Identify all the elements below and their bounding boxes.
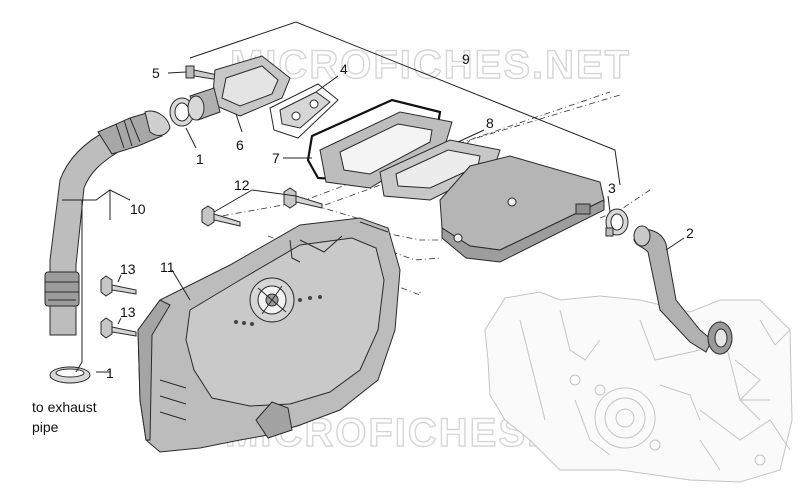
callout-13-upper: 13 bbox=[120, 261, 136, 277]
callout-5: 5 bbox=[152, 65, 160, 81]
belt-cover-part-11 bbox=[137, 217, 401, 453]
reed-valve-part-8 bbox=[319, 111, 501, 201]
callout-4: 4 bbox=[340, 61, 348, 77]
callout-3: 3 bbox=[608, 180, 616, 196]
hose-clamp-part-1-bottom bbox=[49, 366, 91, 384]
leader-lines bbox=[62, 71, 685, 373]
watermark-top: MICROFICHES.NET bbox=[230, 43, 631, 87]
exhaust-hose-part-10 bbox=[44, 110, 171, 336]
callout-11: 11 bbox=[160, 259, 175, 275]
reed-housing bbox=[439, 155, 605, 263]
group-bracket-9 bbox=[189, 21, 621, 186]
bolt-part-13-upper bbox=[100, 275, 137, 297]
bolt-part-12-lower bbox=[201, 205, 241, 227]
callout-7: 7 bbox=[272, 150, 280, 166]
clamp-part-3 bbox=[605, 208, 629, 237]
gasket-part-4 bbox=[269, 83, 339, 139]
callout-1-top: 1 bbox=[196, 151, 204, 167]
exhaust-note-line-2: pipe bbox=[32, 419, 59, 435]
hose-part-2 bbox=[633, 225, 733, 355]
callout-13-lower: 13 bbox=[120, 304, 136, 320]
exhaust-note-line-1: to exhaust bbox=[32, 399, 97, 415]
callout-6: 6 bbox=[236, 137, 244, 153]
callout-1-bottom: 1 bbox=[106, 365, 114, 381]
callout-9: 9 bbox=[462, 51, 470, 67]
bolt-part-12-upper bbox=[283, 187, 323, 209]
bolt-part-13-lower bbox=[100, 317, 137, 339]
callout-10: 10 bbox=[130, 201, 146, 217]
callout-12: 12 bbox=[234, 177, 250, 193]
callout-8: 8 bbox=[486, 115, 494, 131]
callout-2: 2 bbox=[686, 225, 694, 241]
valve-cover-part-6 bbox=[187, 55, 291, 121]
